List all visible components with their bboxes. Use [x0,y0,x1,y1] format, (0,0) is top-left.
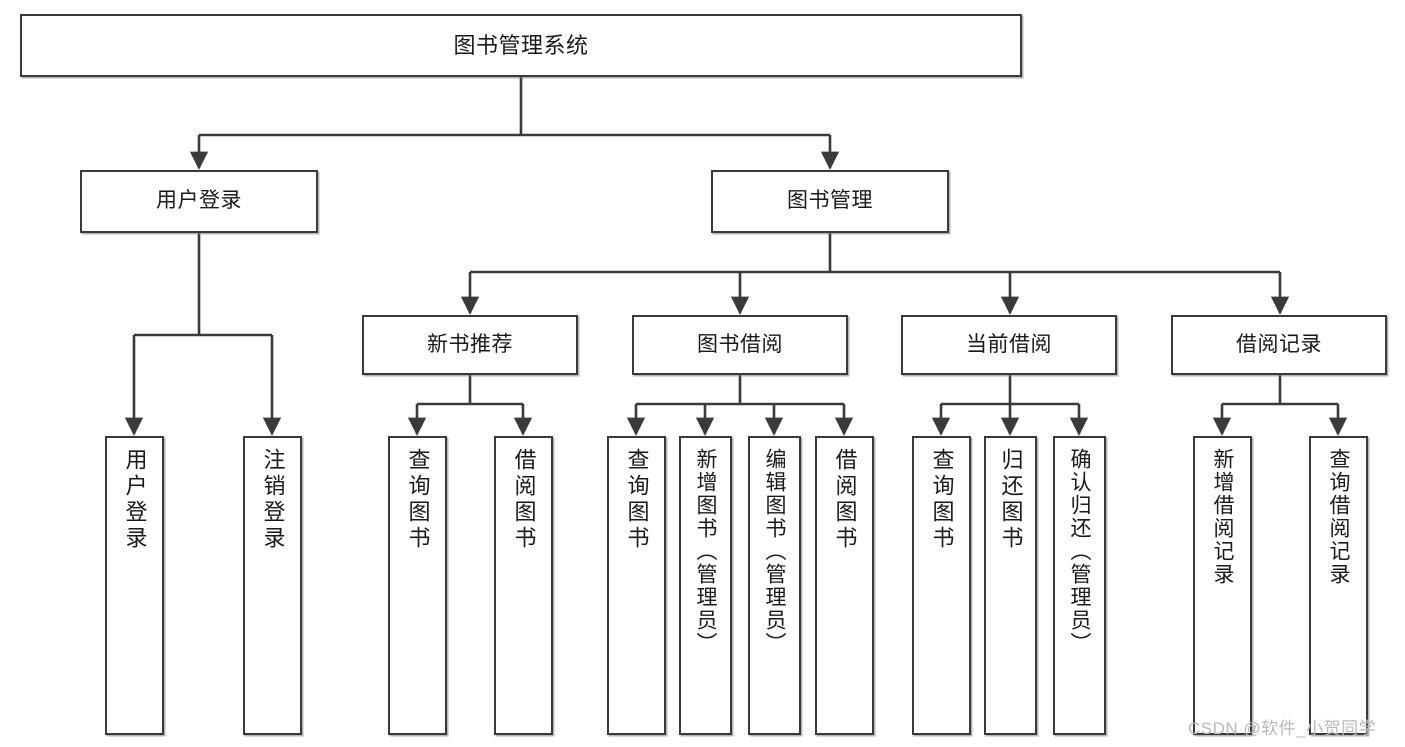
node-book-borrow-label: 图书借阅 [697,332,783,356]
node-leaf-edit-book-label: 编辑图书（管理员） [763,448,786,655]
node-leaf-return-book[interactable]: 归还图书 [984,436,1037,735]
node-leaf-add-book-label: 新增图书（管理员） [694,448,717,655]
node-borrow-record[interactable]: 借阅记录 [1171,315,1387,375]
node-current-borrow[interactable]: 当前借阅 [901,315,1117,375]
node-leaf-add-record[interactable]: 新增借阅记录 [1193,436,1252,735]
node-leaf-borrow-book-1[interactable]: 借阅图书 [494,436,553,735]
node-leaf-query-book-3[interactable]: 查询图书 [912,436,971,735]
node-leaf-logout-label: 注销登录 [260,448,286,552]
node-leaf-query-book-3-label: 查询图书 [929,448,955,552]
node-leaf-borrow-book-2[interactable]: 借阅图书 [815,436,874,735]
node-new-book-rec-label: 新书推荐 [427,332,513,356]
node-new-book-rec[interactable]: 新书推荐 [362,315,578,375]
node-root-label: 图书管理系统 [453,32,589,58]
node-leaf-query-record-label: 查询借阅记录 [1327,448,1350,586]
node-leaf-user-login[interactable]: 用户登录 [105,436,164,735]
node-leaf-edit-book[interactable]: 编辑图书（管理员） [748,436,801,735]
node-leaf-add-record-label: 新增借阅记录 [1211,448,1234,586]
node-leaf-logout[interactable]: 注销登录 [243,436,302,735]
node-leaf-query-book-1[interactable]: 查询图书 [388,436,447,735]
node-book-manage-label: 图书管理 [787,189,873,213]
node-leaf-query-book-1-label: 查询图书 [405,448,431,552]
node-book-borrow[interactable]: 图书借阅 [632,315,848,375]
node-borrow-record-label: 借阅记录 [1236,332,1322,356]
node-leaf-query-record[interactable]: 查询借阅记录 [1309,436,1368,735]
node-leaf-confirm-return[interactable]: 确认归还（管理员） [1053,436,1106,735]
node-leaf-user-login-label: 用户登录 [122,448,148,552]
node-leaf-borrow-book-2-label: 借阅图书 [832,448,858,552]
node-user-login[interactable]: 用户登录 [80,170,318,233]
node-user-login-label: 用户登录 [156,189,242,213]
node-book-manage[interactable]: 图书管理 [711,170,949,233]
node-current-borrow-label: 当前借阅 [966,332,1052,356]
node-leaf-query-book-2[interactable]: 查询图书 [607,436,666,735]
node-root[interactable]: 图书管理系统 [20,14,1022,77]
node-leaf-return-book-label: 归还图书 [998,448,1024,552]
node-leaf-borrow-book-1-label: 借阅图书 [511,448,537,552]
node-leaf-add-book[interactable]: 新增图书（管理员） [679,436,732,735]
csdn-watermark: CSDN @软件_小贺同学 [1188,719,1377,738]
node-leaf-query-book-2-label: 查询图书 [624,448,650,552]
node-leaf-confirm-return-label: 确认归还（管理员） [1068,448,1091,655]
